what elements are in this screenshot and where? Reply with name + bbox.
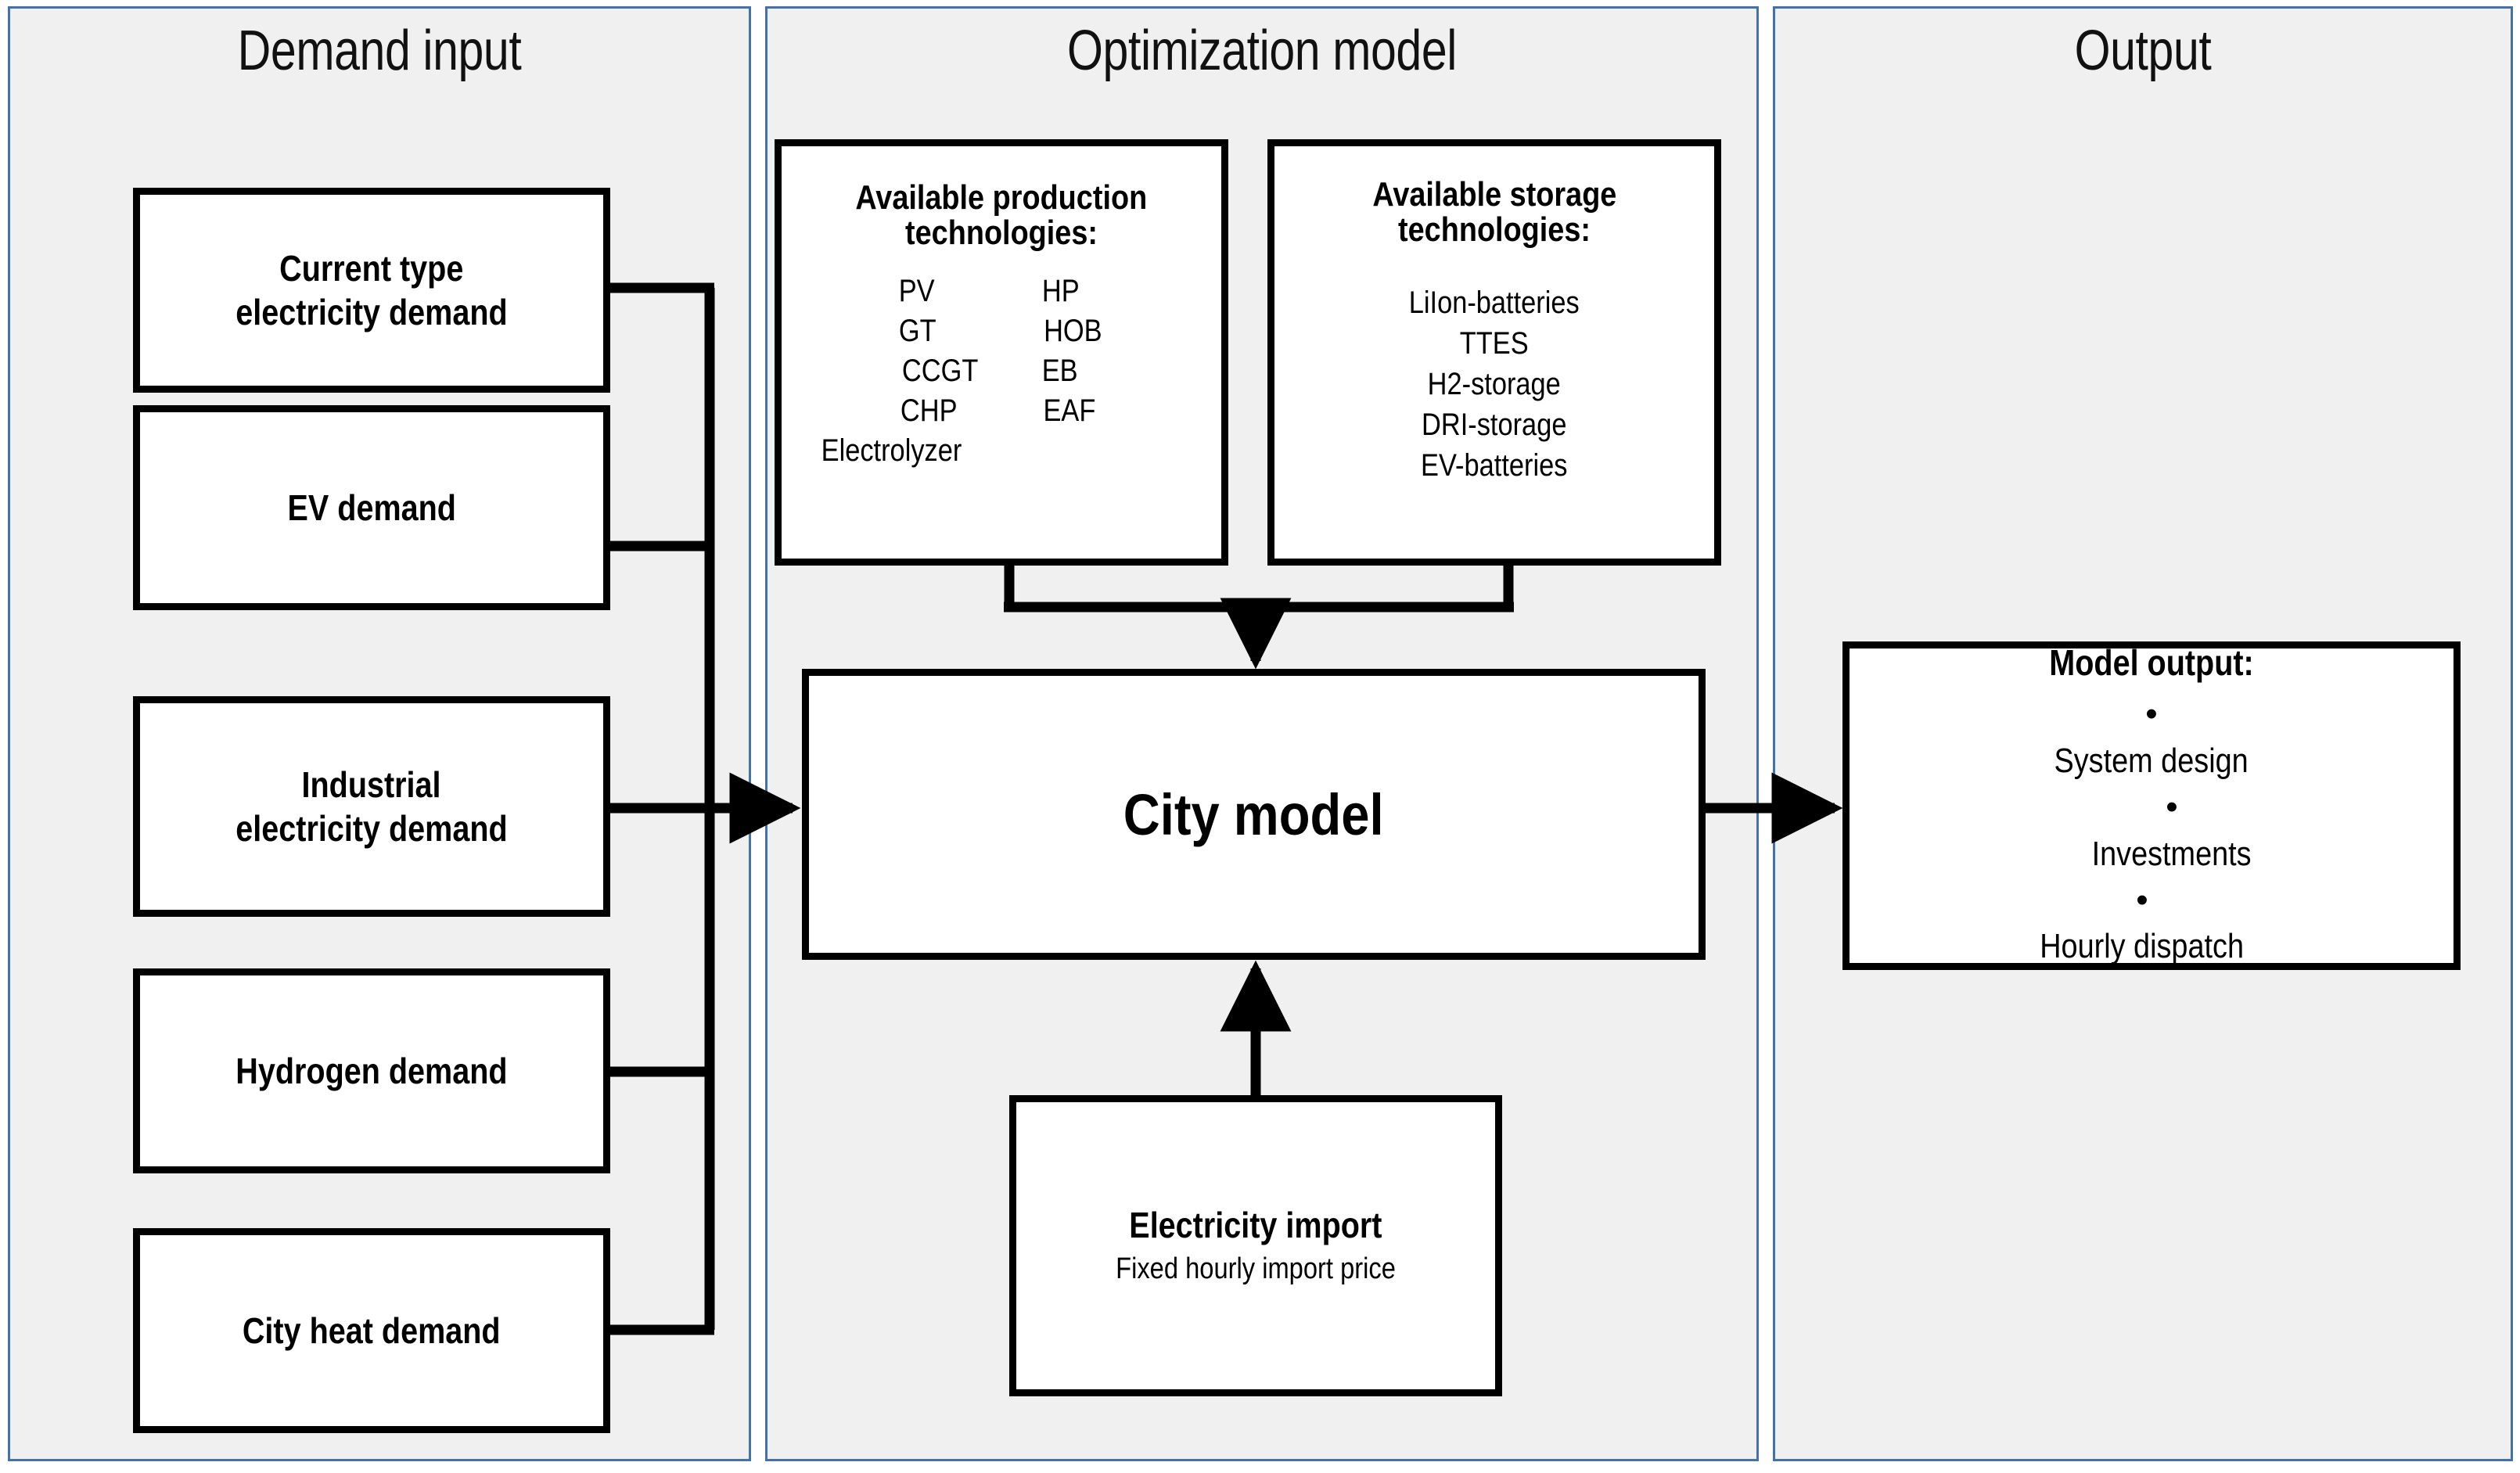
demand-box-label: electricity demand: [235, 292, 508, 332]
demand-box-label: Current type: [279, 247, 464, 289]
demand-box-label: Industrial: [301, 763, 442, 805]
panel-title-output: Output: [2074, 20, 2212, 82]
bullet-icon: •: [2166, 788, 2178, 827]
city-model-label: City model: [1123, 781, 1384, 847]
storage-title-line2: technologies:: [1398, 210, 1591, 249]
demand-box-ev-demand[interactable]: EV demand: [133, 405, 610, 610]
production-title-line2: technologies:: [905, 213, 1098, 252]
demand-box-hydrogen-demand[interactable]: Hydrogen demand: [133, 968, 610, 1173]
storage-item: EV-batteries: [1421, 447, 1568, 483]
production-tech-item: HOB: [1044, 313, 1102, 348]
demand-box-label: City heat demand: [243, 1310, 501, 1351]
production-tech-item: EAF: [1043, 393, 1096, 429]
production-tech-item-electrolyzer: Electrolyzer: [821, 433, 962, 469]
bullet-icon: •: [2145, 695, 2158, 734]
storage-title-line1: Available storage: [1372, 175, 1616, 214]
production-tech-item: PV: [898, 273, 935, 308]
demand-box-industrial-electricity[interactable]: Industrial electricity demand: [133, 696, 610, 917]
model-output-item: •Hourly dispatch: [2019, 877, 2264, 970]
production-tech-columns: PV GT CCGT CHP HP HOB EB EAF: [896, 271, 1107, 432]
storage-item: TTES: [1460, 325, 1529, 361]
model-output-item: •System design: [2038, 691, 2264, 784]
electricity-import-box[interactable]: Electricity import Fixed hourly import p…: [1009, 1095, 1502, 1396]
production-tech-item: HP: [1042, 273, 1080, 308]
demand-box-current-type-electricity[interactable]: Current type electricity demand: [133, 188, 610, 393]
electricity-import-subtitle: Fixed hourly import price: [1116, 1252, 1396, 1286]
production-tech-item: GT: [898, 313, 936, 348]
electricity-import-title: Electricity import: [1129, 1205, 1382, 1246]
available-storage-technologies-box[interactable]: Available storage technologies: LiIon-ba…: [1267, 139, 1721, 566]
production-title-line1: Available production: [855, 178, 1148, 217]
storage-items-list: LiIon-batteries TTES H2-storage DRI-stor…: [1395, 282, 1593, 486]
storage-item: H2-storage: [1427, 366, 1562, 401]
demand-box-label: electricity demand: [235, 808, 508, 849]
demand-box-label: EV demand: [287, 487, 456, 528]
production-tech-item: EB: [1042, 353, 1078, 388]
panel-title-demand-input: Demand input: [237, 20, 522, 82]
demand-box-label: Hydrogen demand: [235, 1050, 508, 1091]
production-tech-item: CCGT: [901, 353, 979, 388]
panel-title-optimization-model: Optimization model: [1067, 20, 1457, 82]
city-model-box[interactable]: City model: [802, 669, 1706, 960]
model-output-items: •System design •Investments •Hourly disp…: [2038, 691, 2264, 969]
production-tech-column-right: HP HOB EB EAF: [1039, 271, 1107, 432]
storage-item: LiIon-batteries: [1408, 285, 1580, 320]
production-tech-column-left: PV GT CCGT CHP: [896, 271, 984, 432]
production-tech-item: CHP: [900, 393, 958, 429]
storage-item: DRI-storage: [1422, 407, 1567, 442]
model-output-item: •Investments: [2079, 784, 2264, 877]
bullet-icon: •: [2136, 880, 2148, 919]
available-production-technologies-box[interactable]: Available production technologies: PV GT…: [775, 139, 1228, 566]
model-output-title: Model output:: [2049, 642, 2254, 684]
demand-box-city-heat-demand[interactable]: City heat demand: [133, 1228, 610, 1433]
model-output-box[interactable]: Model output: •System design •Investment…: [1842, 641, 2461, 970]
